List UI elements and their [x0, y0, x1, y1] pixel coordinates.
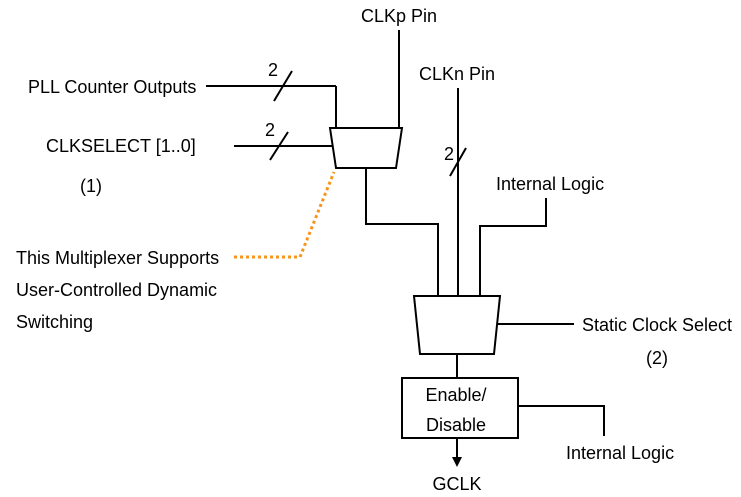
enable-disable-block [401, 377, 519, 439]
internal-logic-bottom-wire [518, 405, 605, 436]
mux-note-line2: User-Controlled Dynamic [16, 280, 217, 300]
clkselect-note: (1) [80, 176, 102, 196]
clkn-bus-width: 2 [444, 144, 454, 164]
static-clock-select-note: (2) [646, 348, 668, 368]
dynamic-clock-multiplexer [328, 127, 404, 169]
static-clock-multiplexer [412, 295, 502, 355]
clkn-bus-slash [449, 147, 467, 177]
clkselect-bus-slash [269, 131, 289, 161]
disable-label: Disable [426, 415, 486, 435]
internal-logic-bottom-label: Internal Logic [566, 443, 674, 463]
pll-counter-outputs-label: PLL Counter Outputs [28, 77, 196, 97]
multiplexer-callout-line [234, 171, 336, 259]
internal-logic-top-label: Internal Logic [496, 174, 604, 194]
pll-bus-slash [273, 70, 293, 102]
clkp-pin-label: CLKp Pin [361, 6, 437, 26]
static-clock-select-label: Static Clock Select [582, 315, 732, 335]
clkselect-label: CLKSELECT [1..0] [46, 136, 196, 156]
gclk-label: GCLK [432, 474, 481, 494]
internal-logic-top-wire [479, 198, 547, 296]
dynamic-mux-output-wire [365, 168, 439, 296]
clkselect-bus-width: 2 [265, 120, 275, 140]
pll-bus-width: 2 [268, 60, 278, 80]
mux-note-line1: This Multiplexer Supports [16, 248, 219, 268]
mux-note-line3: Switching [16, 312, 93, 332]
clkn-pin-label: CLKn Pin [419, 64, 495, 84]
enable-label: Enable/ [425, 385, 486, 405]
